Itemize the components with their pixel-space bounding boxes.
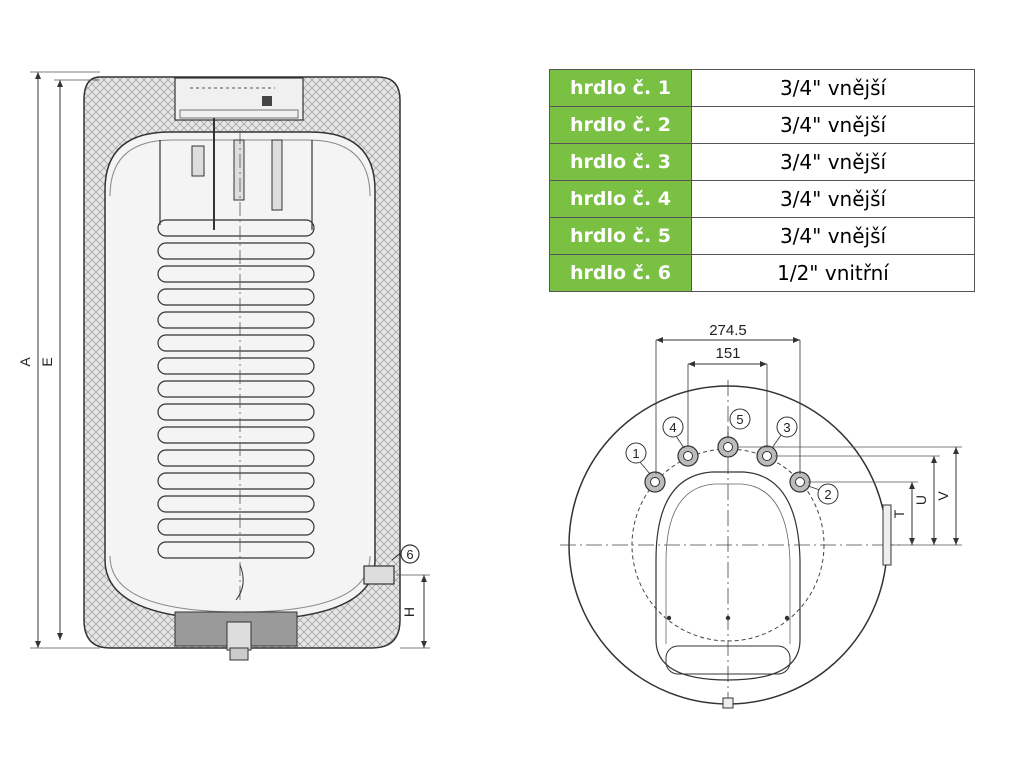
- connection-label: hrdlo č. 2: [549, 106, 692, 144]
- callout-4: 4: [669, 420, 676, 435]
- nozzle-4: [677, 445, 699, 467]
- table-row: hrdlo č. 5 3/4" vnější: [549, 217, 975, 255]
- cover-plate: [655, 471, 801, 681]
- connection-label: hrdlo č. 3: [549, 143, 692, 181]
- table-row: hrdlo č. 3 3/4" vnější: [549, 143, 975, 181]
- connection-value: 1/2" vnitřní: [691, 254, 975, 292]
- nozzle-3: [756, 445, 778, 467]
- side-connection-6: [363, 565, 395, 585]
- table-row: hrdlo č. 2 3/4" vnější: [549, 106, 975, 144]
- connection-value: 3/4" vnější: [691, 180, 975, 218]
- connection-table: hrdlo č. 1 3/4" vnější hrdlo č. 2 3/4" v…: [549, 69, 975, 292]
- nozzle-2: [789, 471, 811, 493]
- callout-2: 2: [824, 487, 831, 502]
- dim-label-v: V: [935, 491, 951, 501]
- callout-1: 1: [632, 446, 639, 461]
- top-fitting-left: [191, 145, 205, 177]
- dim-inner-spacing: 151: [715, 345, 740, 362]
- connection-value: 3/4" vnější: [691, 69, 975, 107]
- callout-3: 3: [783, 420, 790, 435]
- connection-label: hrdlo č. 1: [549, 69, 692, 107]
- dim-label-a: A: [17, 357, 33, 367]
- connection-label: hrdlo č. 6: [549, 254, 692, 292]
- nozzle-5: [717, 436, 739, 458]
- table-row: hrdlo č. 6 1/2" vnitřní: [549, 254, 975, 292]
- top-view: 1 2 3 4 5 274.5 151 T U V: [560, 322, 962, 710]
- heat-exchanger-coil: [157, 219, 315, 559]
- callout-circle-6: [400, 544, 420, 564]
- connection-label: hrdlo č. 4: [549, 180, 692, 218]
- connection-label: hrdlo č. 5: [549, 217, 692, 255]
- table-row: hrdlo č. 4 3/4" vnější: [549, 180, 975, 218]
- top-fitting-mid: [233, 139, 245, 201]
- table-row: hrdlo č. 1 3/4" vnější: [549, 69, 975, 107]
- nozzle-1: [644, 471, 666, 493]
- dim-label-e: E: [39, 357, 55, 366]
- top-control-box: [174, 77, 304, 121]
- connection-value: 3/4" vnější: [691, 217, 975, 255]
- callout-6: 6: [406, 547, 413, 562]
- connection-value: 3/4" vnější: [691, 143, 975, 181]
- dim-outer-spacing: 274.5: [709, 322, 747, 339]
- callout-5: 5: [736, 412, 743, 427]
- connection-value: 3/4" vnější: [691, 106, 975, 144]
- dim-label-t: T: [891, 509, 907, 518]
- top-fitting-right: [271, 139, 283, 211]
- dim-label-h: H: [401, 607, 417, 617]
- dim-label-u: U: [913, 495, 929, 505]
- side-view: 6 A E H: [17, 71, 430, 661]
